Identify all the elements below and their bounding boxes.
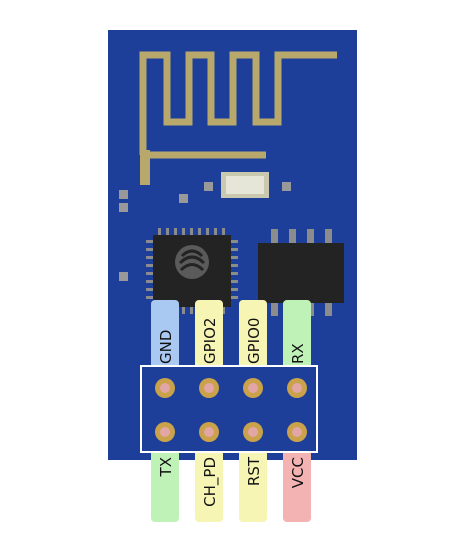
pin-label-rst: RST: [245, 456, 263, 486]
pad: [199, 378, 219, 398]
pin-tab-tx: [151, 448, 179, 522]
pin-tabs-bottom: [151, 448, 311, 522]
header-pads: [155, 378, 307, 442]
pad: [199, 422, 219, 442]
pad: [243, 422, 263, 442]
pad: [243, 378, 263, 398]
pin-label-ch-pd: CH_PD: [201, 457, 220, 507]
pin-label-gnd: GND: [157, 330, 175, 364]
pin-label-gpio0: GPIO0: [245, 318, 263, 364]
pin-tab-gpio0: [239, 300, 267, 372]
antenna-pad: [140, 150, 150, 185]
pin-label-rx: RX: [289, 343, 307, 364]
pin-tab-vcc: [283, 448, 311, 522]
pad: [155, 422, 175, 442]
pad: [155, 378, 175, 398]
pin-labels-top: GND GPIO2 GPIO0 RX: [157, 318, 307, 364]
pin-tab-gpio2: [195, 300, 223, 372]
pin-label-tx: TX: [157, 457, 175, 477]
pin-labels-bottom: TX CH_PD RST VCC: [157, 456, 307, 507]
smd-components: [119, 172, 291, 281]
pin-tab-rst: [239, 448, 267, 522]
pin-tab-rx: [283, 300, 311, 372]
esp-chip: [146, 228, 238, 314]
pad: [287, 378, 307, 398]
antenna-trace: [139, 51, 337, 159]
pad: [287, 422, 307, 442]
pin-tabs-top: [151, 300, 311, 372]
pin-tab-ch-pd: [195, 448, 223, 522]
pin-label-vcc: VCC: [289, 457, 307, 488]
pin-label-gpio2: GPIO2: [201, 318, 219, 364]
pin-tab-gnd: [151, 300, 179, 372]
